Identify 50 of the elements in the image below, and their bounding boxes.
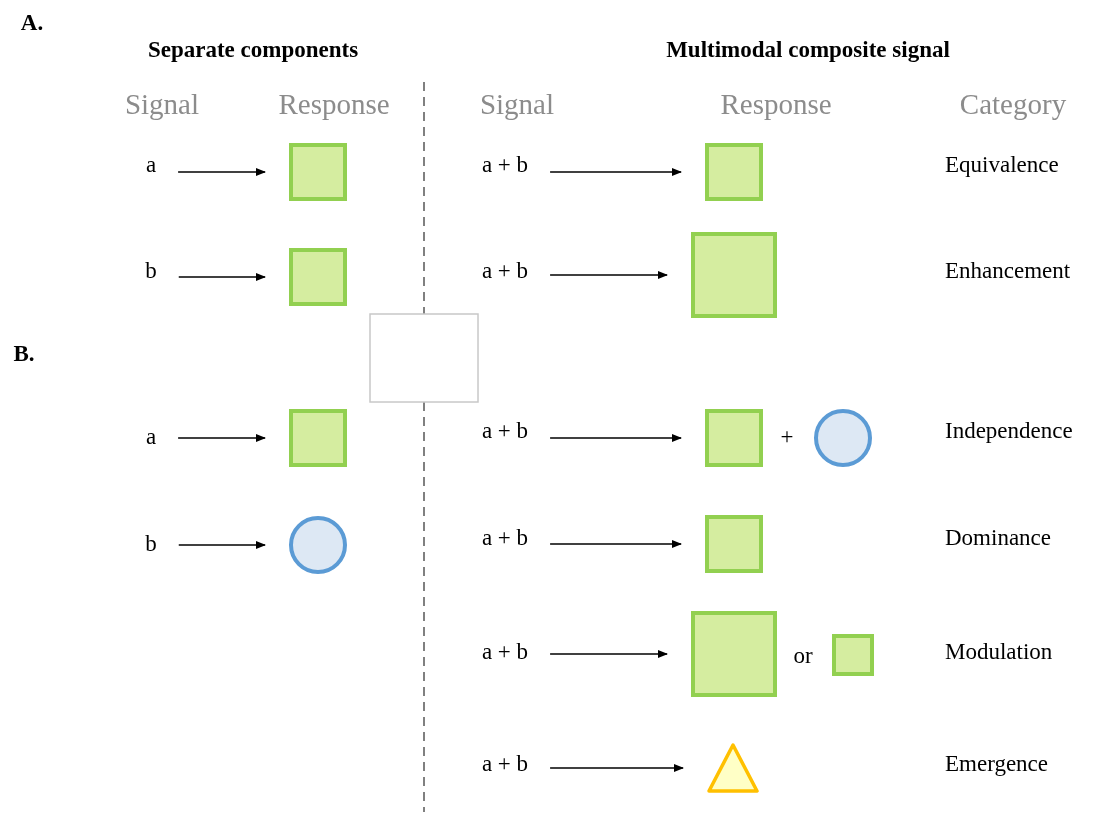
response-triangle xyxy=(707,743,759,793)
response-circle xyxy=(814,409,872,467)
signal-label: a + b xyxy=(481,418,529,442)
response-square xyxy=(289,248,347,306)
response-square xyxy=(289,143,347,201)
signal-label: a + b xyxy=(481,639,529,663)
signal-label: a xyxy=(145,424,157,448)
category-label: Modulation xyxy=(945,639,1053,663)
response-square xyxy=(832,634,874,676)
arrow xyxy=(549,764,684,772)
signal-label: a + b xyxy=(481,258,529,282)
arrow xyxy=(549,168,682,176)
category-label: Equivalence xyxy=(945,152,1059,176)
category-label: Independence xyxy=(945,418,1073,442)
response-square xyxy=(691,232,777,318)
signal-label: a + b xyxy=(481,525,529,549)
empty-frame xyxy=(369,313,479,403)
arrow xyxy=(178,541,266,549)
signal-label: a + b xyxy=(481,152,529,176)
category-label: Dominance xyxy=(945,525,1051,549)
response-circle xyxy=(289,516,347,574)
arrow xyxy=(177,434,266,442)
signal-label: a + b xyxy=(481,751,529,775)
operator-label: + xyxy=(780,424,794,448)
arrow xyxy=(549,540,682,548)
column-heading: Response xyxy=(278,89,390,119)
arrow xyxy=(549,650,668,658)
signal-label: a xyxy=(145,152,157,176)
category-label: Enhancement xyxy=(945,258,1071,282)
column-heading: Category xyxy=(959,89,1067,119)
operator-label: or xyxy=(793,643,813,667)
response-square xyxy=(289,409,347,467)
panel-letter: A. xyxy=(20,10,44,34)
arrow xyxy=(549,271,668,279)
arrow xyxy=(178,273,266,281)
column-heading: Response xyxy=(720,89,832,119)
response-square xyxy=(705,409,763,467)
column-heading: Signal xyxy=(479,89,555,119)
arrow xyxy=(177,168,266,176)
response-square xyxy=(705,515,763,573)
category-label: Emergence xyxy=(945,751,1049,775)
response-square xyxy=(705,143,763,201)
response-square xyxy=(691,611,777,697)
panel-heading: Separate components xyxy=(147,37,359,61)
column-heading: Signal xyxy=(124,89,200,119)
panel-letter: B. xyxy=(13,341,35,365)
signal-label: b xyxy=(145,531,157,555)
arrow xyxy=(549,434,682,442)
signal-label: b xyxy=(145,258,157,282)
panel-heading: Multimodal composite signal xyxy=(666,37,950,61)
